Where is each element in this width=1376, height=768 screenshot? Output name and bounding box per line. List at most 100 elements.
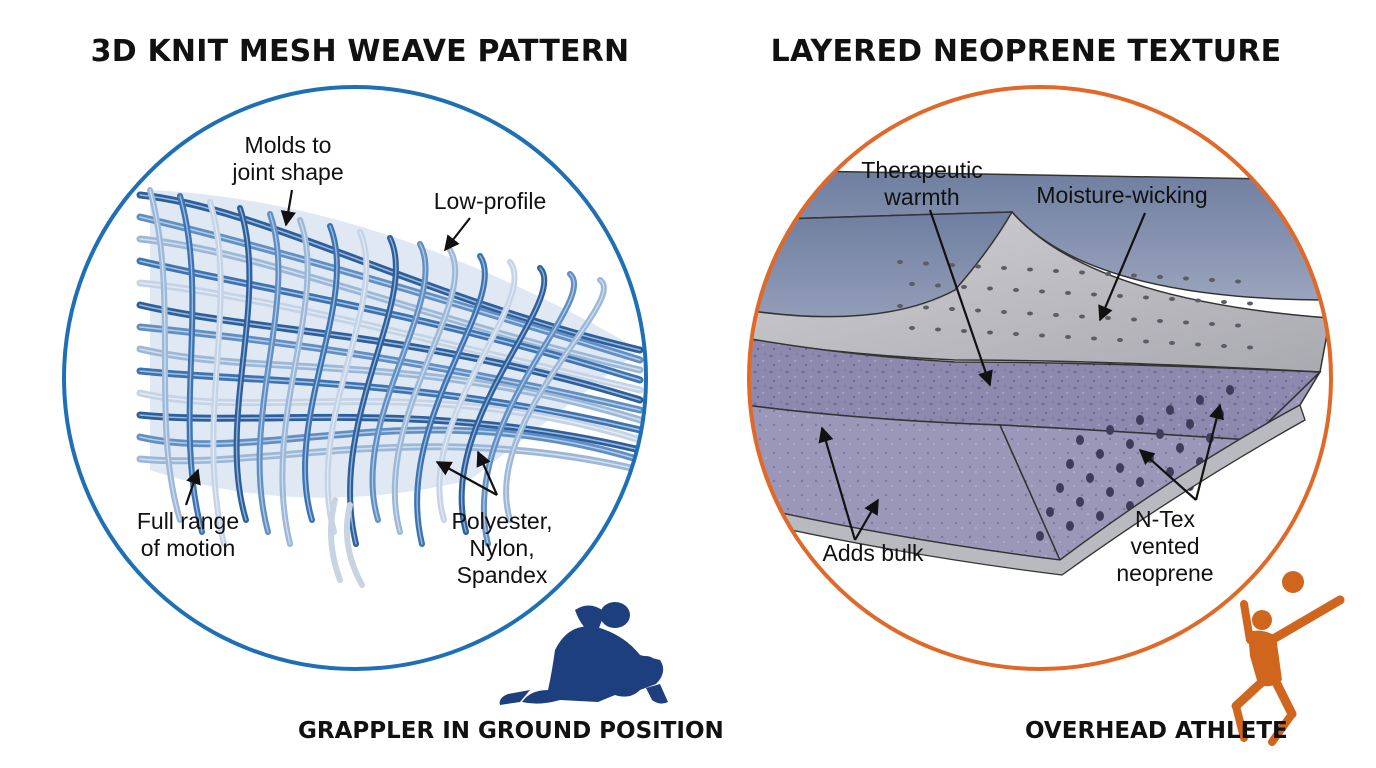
callout-low-profile: Low-profile <box>433 188 547 214</box>
grappler-icon <box>499 602 668 705</box>
liner-perforation <box>1027 267 1033 272</box>
foam-vent-hole <box>1066 459 1074 469</box>
mesh-strand <box>139 194 641 351</box>
mesh-strand <box>179 195 203 533</box>
mesh-strand <box>209 201 225 545</box>
mesh-strand <box>149 189 181 521</box>
liner-perforation <box>1001 310 1007 314</box>
neoprene-panel-caption: OVERHEAD ATHLETE <box>1025 718 1288 744</box>
liner-perforation <box>897 304 903 308</box>
foam-vent-hole <box>1136 477 1144 487</box>
liner-perforation <box>1235 279 1241 284</box>
liner-perforation <box>1117 338 1123 342</box>
liner-perforation <box>897 260 903 264</box>
liner-perforation <box>1053 313 1059 317</box>
callout-moisture-wicking: Moisture-wicking <box>1036 182 1208 208</box>
foam-vent-hole <box>1106 487 1114 497</box>
liner-perforation <box>987 330 993 335</box>
liner-perforation <box>961 329 967 333</box>
foam-vent-hole <box>1086 473 1094 483</box>
neoprene-illustration <box>749 87 1331 669</box>
liner-perforation <box>1039 289 1045 294</box>
callout-adds-bulk: Adds bulk <box>822 540 924 566</box>
liner-perforation <box>975 308 981 313</box>
liner-perforation <box>1209 278 1215 282</box>
mesh-circle-frame <box>62 85 648 671</box>
liner-perforation <box>961 285 967 289</box>
mesh-callout-arrows <box>184 189 499 506</box>
liner-perforation <box>1013 332 1019 336</box>
foam-vent-hole <box>1106 425 1114 435</box>
foam-vent-hole <box>1186 419 1194 429</box>
foam-vent-hole <box>1156 429 1164 439</box>
mesh-strand <box>394 249 456 533</box>
knit-mesh-illustration <box>64 87 646 669</box>
foam-vent-hole <box>1046 507 1054 517</box>
liner-perforation <box>987 286 993 291</box>
mesh-strand <box>371 243 427 521</box>
foam-vent-hole <box>1116 463 1124 473</box>
liner-perforation <box>1131 317 1137 322</box>
liner-perforation <box>1117 294 1123 298</box>
liner-perforation <box>1157 275 1163 279</box>
liner-perforation <box>1131 273 1137 278</box>
liner-perforation <box>1079 314 1085 319</box>
foam-vent-hole <box>1096 511 1104 521</box>
mesh-panel-title: 3D KNIT MESH WEAVE PATTERN <box>90 34 630 69</box>
liner-perforation <box>1091 292 1097 297</box>
liner-perforation <box>1221 300 1227 304</box>
liner-perforation <box>1065 291 1071 295</box>
mesh-strand <box>326 231 368 533</box>
foam-vent-hole <box>1176 443 1184 453</box>
mesh-strand <box>304 225 338 521</box>
foam-vent-hole <box>1226 385 1234 395</box>
liner-perforation <box>1079 270 1085 275</box>
mesh-strand <box>460 267 546 533</box>
liner-perforation <box>1221 344 1227 348</box>
liner-perforation <box>923 261 929 266</box>
liner-perforation <box>1235 323 1241 328</box>
foam-vent-hole <box>1076 497 1084 507</box>
liner-perforation <box>1091 336 1097 341</box>
liner-perforation <box>1209 322 1215 326</box>
liner-perforation <box>1169 297 1175 301</box>
liner-perforation <box>935 283 941 288</box>
neoprene-panel-title: LAYERED NEOPRENE TEXTURE <box>770 34 1282 69</box>
liner-perforation <box>935 327 941 332</box>
mesh-strand <box>416 255 486 545</box>
liner-perforation <box>923 305 929 310</box>
mesh-strand <box>505 279 605 521</box>
liner-perforation <box>1013 288 1019 292</box>
liner-perforation <box>1001 266 1007 270</box>
mesh-strand <box>258 213 280 533</box>
foam-vent-hole <box>1066 521 1074 531</box>
liner-perforation <box>1195 342 1201 347</box>
neoprene-callout-arrows <box>818 209 1225 541</box>
liner-perforation <box>1247 301 1253 306</box>
mesh-strand <box>328 497 343 583</box>
callout-materials: Polyester,Nylon,Spandex <box>451 508 553 588</box>
liner-perforation <box>1247 345 1253 350</box>
liner-perforation <box>1183 320 1189 325</box>
foam-vent-hole <box>1196 395 1204 405</box>
volleyball-spiker-icon <box>1231 571 1345 746</box>
mesh-strand <box>281 219 309 545</box>
liner-perforation <box>975 264 981 269</box>
foam-vent-hole <box>1166 405 1174 415</box>
liner-perforation <box>1105 316 1111 320</box>
liner-perforation <box>909 326 915 330</box>
foam-vent-hole <box>1096 449 1104 459</box>
liner-perforation <box>1143 295 1149 300</box>
mesh-strand <box>343 502 365 588</box>
mesh-strand <box>349 237 397 545</box>
liner-perforation <box>1169 341 1175 345</box>
foam-vent-hole <box>1076 435 1084 445</box>
liner-perforation <box>1065 335 1071 339</box>
liner-perforation <box>949 263 955 267</box>
